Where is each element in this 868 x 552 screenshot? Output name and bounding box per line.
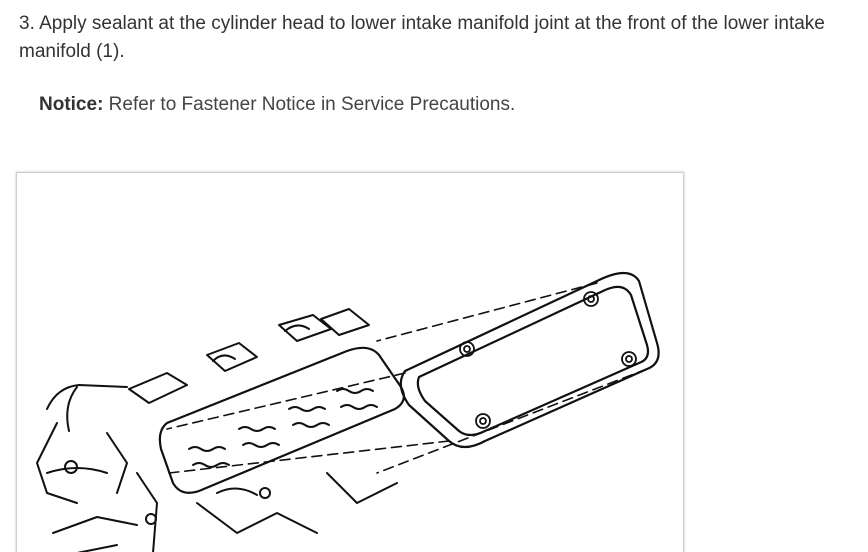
alignment-dashed-lines: [166, 282, 648, 474]
notice-text: Refer to Fastener Notice in Service Prec…: [103, 94, 516, 115]
valve-springs: [188, 388, 378, 468]
step-instruction: 3. Apply sealant at the cylinder head to…: [19, 13, 825, 62]
valve-cover-outline: [399, 271, 660, 449]
cylinder-head-outline: [158, 346, 406, 494]
engine-block-body: [36, 384, 398, 552]
valve-cover-flange: [416, 285, 650, 437]
engine-line-drawing: [36, 271, 660, 552]
notice-label: Notice:: [39, 94, 104, 115]
valve-cover-bolts: [459, 291, 637, 429]
intake-ports: [128, 308, 370, 404]
engine-illustration-frame: [16, 172, 684, 552]
notice-line: Notice: Refer to Fastener Notice in Serv…: [39, 92, 515, 118]
